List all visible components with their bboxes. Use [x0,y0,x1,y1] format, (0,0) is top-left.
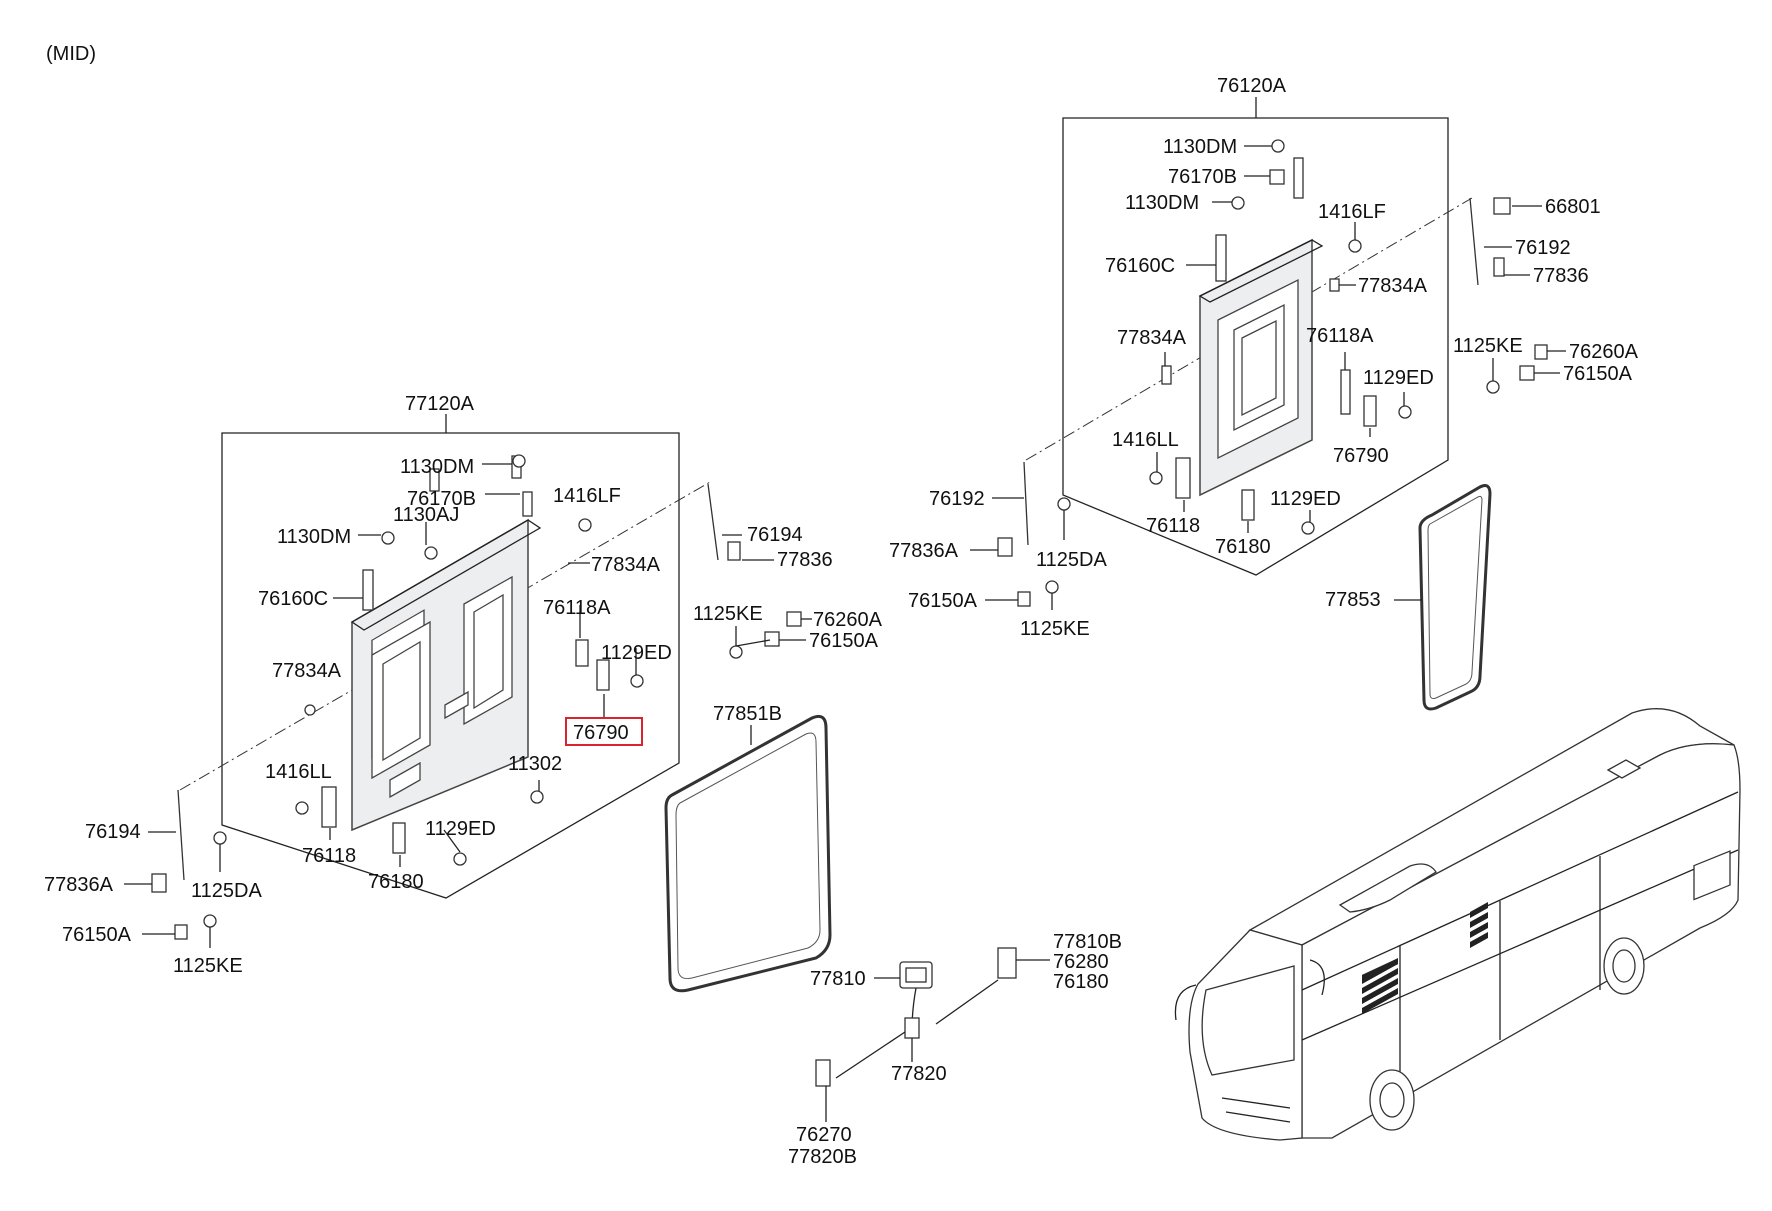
part-label[interactable]: 76790 [1333,445,1389,467]
variant-label: (MID) [46,43,96,65]
part-label[interactable]: 77820B [788,1146,857,1168]
part-label[interactable]: 76150A [908,590,978,612]
part-label[interactable]: 1125KE [693,603,763,625]
part-label[interactable]: 77810B [1053,931,1122,953]
part-label[interactable]: 1125DA [1036,549,1107,571]
left-assembly: 77120A [44,393,833,977]
part-label[interactable]: 76150A [1563,363,1633,385]
highlight-box [565,717,643,746]
part-label[interactable]: 1129ED [425,818,496,840]
part-label-highlighted[interactable]: 76790 [573,722,629,744]
part-label[interactable]: 77836A [44,874,114,896]
part-label[interactable]: 77853 [1325,589,1381,611]
part-label[interactable]: 76150A [809,630,879,652]
middle-parts: 1125KE 76260A 76150A 77851B [664,603,883,993]
part-label[interactable]: 77834A [1358,275,1428,297]
part-label[interactable]: 76194 [85,821,141,843]
part-label[interactable]: 1130DM [400,456,474,478]
part-label[interactable]: 1125KE [1020,618,1090,640]
part-label[interactable]: 76118A [1306,325,1374,347]
part-label[interactable]: 76170B [1168,166,1237,188]
right-assembly: 76120A [889,75,1639,711]
part-label[interactable]: 77834A [591,554,661,576]
part-label[interactable]: 76180 [1215,536,1271,558]
part-label[interactable]: 77836 [777,549,833,571]
window-seal-77851B [664,714,832,993]
part-label[interactable]: 77836 [1533,265,1589,287]
part-label[interactable]: 76194 [747,524,803,546]
part-label[interactable]: 76118 [302,845,356,867]
part-label[interactable]: 1125KE [1453,335,1523,357]
part-label[interactable]: 76192 [1515,237,1571,259]
part-label[interactable]: 76180 [368,871,424,893]
part-label[interactable]: 76270 [796,1124,852,1146]
part-label[interactable]: 1129ED [1363,367,1434,389]
part-label[interactable]: 76170B [407,488,476,510]
part-label[interactable]: 1130DM [277,526,351,548]
part-label[interactable]: 1125KE [173,955,243,977]
part-label[interactable]: 11302 [508,753,562,775]
part-label[interactable]: 1129ED [1270,488,1341,510]
part-label[interactable]: 76180 [1053,971,1109,993]
part-label[interactable]: 1130DM [1163,136,1237,158]
left-assembly-frame [221,432,680,899]
part-label[interactable]: 77810 [810,968,866,990]
part-label[interactable]: 76160C [1105,255,1175,277]
part-label[interactable]: 66801 [1545,196,1601,218]
part-label[interactable]: 77820 [891,1063,947,1085]
window-seal-77853 [1418,484,1492,711]
part-label[interactable]: 76150A [62,924,132,946]
latch-cable-assembly: 77810 77810B 76280 76180 77820 76270 778… [788,931,1122,1168]
part-label[interactable]: 1416LL [1112,429,1179,451]
louver-vents [1362,902,1488,1014]
part-label[interactable]: 77851B [713,703,782,725]
part-label[interactable]: 77834A [272,660,342,682]
part-label[interactable]: 1130DM [1125,192,1199,214]
part-label[interactable]: 77834A [1117,327,1187,349]
part-label[interactable]: 76118 [1146,515,1200,537]
part-label[interactable]: 1130AJ [393,504,459,526]
part-label[interactable]: 1125DA [191,880,262,902]
part-label[interactable]: 76118A [543,597,611,619]
part-label[interactable]: 1416LL [265,761,332,783]
part-label[interactable]: 76260A [1569,341,1639,363]
assembly-label-left[interactable]: 77120A [405,393,475,415]
part-label[interactable]: 76160C [258,588,328,610]
part-label[interactable]: 1129ED [601,642,672,664]
part-label[interactable]: 76280 [1053,951,1109,973]
part-label[interactable]: 76192 [929,488,985,510]
bus-illustration [1174,708,1741,1141]
part-label[interactable]: 76260A [813,609,883,631]
part-label[interactable]: 77836A [889,540,959,562]
part-label[interactable]: 1416LF [553,485,621,507]
part-label[interactable]: 1416LF [1318,201,1386,223]
right-assembly-frame [1062,117,1449,576]
assembly-label-right[interactable]: 76120A [1217,75,1287,97]
